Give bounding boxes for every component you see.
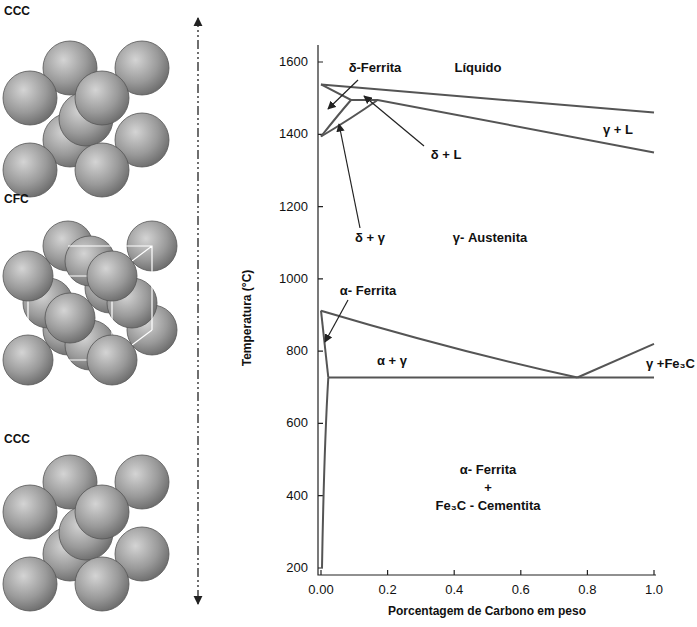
- structure-label: CCC: [4, 433, 30, 446]
- structure-label: CFC: [4, 193, 29, 206]
- temperature-arrow: [197, 18, 198, 604]
- phase-label: δ-Ferrita: [349, 61, 402, 75]
- bcc-crystal: [3, 41, 169, 197]
- phase-label: γ +Fe₃C: [646, 357, 695, 371]
- bcc-crystal: [3, 455, 169, 611]
- tick-label: 200: [286, 561, 308, 575]
- leader-arrows: [325, 80, 424, 342]
- tick-label: 400: [286, 489, 308, 503]
- phase-label: +: [484, 481, 492, 495]
- tick-label: 0.2: [379, 583, 397, 597]
- phase-label: α- Ferrita: [460, 463, 516, 477]
- fcc-crystal: [3, 221, 177, 385]
- structure-label: CCC: [4, 5, 30, 18]
- tick-label: 1600: [279, 55, 308, 69]
- axis-title: Temperatura (°C): [241, 270, 254, 367]
- phase-label: γ- Austenita: [453, 231, 527, 245]
- tick-label: 0.00: [308, 583, 333, 597]
- phase-label: α + γ: [377, 354, 407, 368]
- phase-label: α- Ferrita: [340, 284, 396, 298]
- tick-label: 0.8: [578, 583, 596, 597]
- axes: [318, 45, 656, 575]
- tick-label: 1000: [279, 272, 308, 286]
- axis-title: Porcentagem de Carbono em peso: [388, 605, 586, 618]
- tick-label: 0.4: [445, 583, 463, 597]
- tick-label: 1400: [279, 127, 308, 141]
- tick-label: 0.6: [512, 583, 530, 597]
- phase-label: γ + L: [603, 123, 633, 137]
- tick-label: 800: [286, 344, 308, 358]
- phase-label: Líquido: [455, 61, 502, 75]
- tick-label: 600: [286, 416, 308, 430]
- tick-label: 1200: [279, 199, 308, 213]
- phase-label: Fe₃C - Cementita: [436, 499, 541, 513]
- tick-label: 1.0: [645, 583, 663, 597]
- phase-label: δ + γ: [355, 231, 385, 245]
- phase-boundaries: [321, 84, 654, 568]
- phase-label: δ + L: [431, 148, 462, 162]
